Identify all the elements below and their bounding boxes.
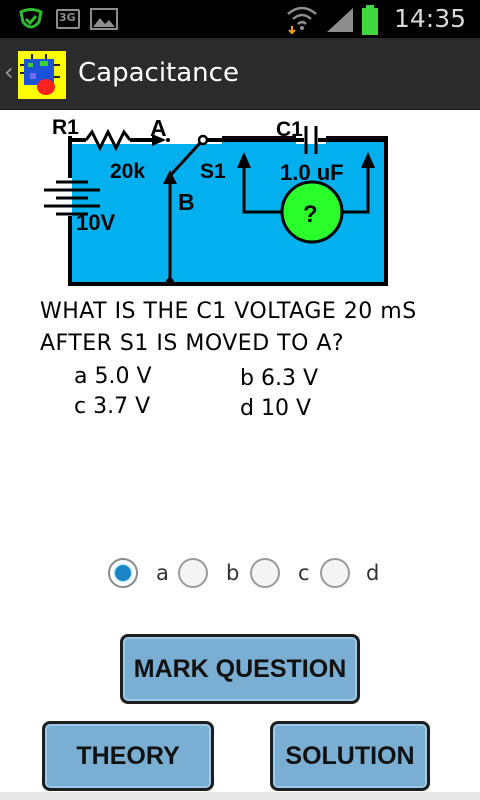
mark-question-button[interactable]: MARK QUESTION bbox=[120, 634, 360, 704]
option-b: b 6.3 V bbox=[240, 366, 318, 391]
page-title: Capacitance bbox=[78, 58, 239, 88]
circuit-board-icon[interactable] bbox=[18, 51, 66, 99]
option-c: c 3.7 V bbox=[74, 394, 151, 419]
label-b: B bbox=[178, 189, 195, 215]
radio-c[interactable] bbox=[250, 558, 280, 588]
label-resistor-value: 20k bbox=[110, 160, 145, 183]
voltmeter bbox=[280, 180, 344, 244]
battery-icon bbox=[362, 5, 378, 35]
option-a: a 5.0 V bbox=[74, 364, 152, 389]
radio-b[interactable] bbox=[178, 558, 208, 588]
resistor-r1 bbox=[84, 128, 132, 152]
radio-d[interactable] bbox=[320, 558, 350, 588]
label-a: A bbox=[150, 115, 167, 141]
circuit-diagram: R1 A C1 20k S1 1.0 uF B 10V ? bbox=[40, 115, 388, 286]
radio-selected-dot bbox=[115, 565, 131, 581]
label-c1: C1 bbox=[276, 118, 303, 141]
option-d: d 10 V bbox=[240, 396, 311, 421]
label-capacitor-value: 1.0 uF bbox=[280, 160, 344, 185]
label-s1: S1 bbox=[200, 160, 226, 183]
switch-s1 bbox=[166, 141, 202, 180]
gallery-icon bbox=[90, 8, 118, 30]
solution-button[interactable]: SOLUTION bbox=[270, 721, 430, 791]
signal-icon bbox=[327, 8, 353, 32]
action-bar: ‹ Capacitance bbox=[0, 38, 480, 110]
label-voltage: 10V bbox=[76, 210, 115, 235]
theory-button[interactable]: THEORY bbox=[42, 721, 214, 791]
question-text: WHAT IS THE C1 VOLTAGE 20 mS AFTER S1 IS… bbox=[40, 296, 470, 360]
question-line-2: AFTER S1 IS MOVED TO A? bbox=[40, 331, 345, 356]
radio-a[interactable] bbox=[108, 558, 138, 588]
wifi-icon bbox=[287, 6, 317, 34]
radio-label-a[interactable]: a bbox=[156, 561, 169, 585]
meter-label: ? bbox=[303, 201, 318, 228]
label-r1: R1 bbox=[52, 116, 79, 139]
network-3g-icon: 3G bbox=[56, 9, 80, 29]
radio-label-c[interactable]: c bbox=[298, 561, 310, 585]
shield-icon bbox=[19, 8, 43, 29]
status-bar: 3G 14:35 bbox=[0, 0, 480, 38]
radio-label-b[interactable]: b bbox=[226, 561, 240, 585]
battery-symbol bbox=[44, 180, 100, 216]
back-icon[interactable]: ‹ bbox=[4, 58, 14, 86]
question-line-1: WHAT IS THE C1 VOLTAGE 20 mS bbox=[40, 299, 417, 324]
clock: 14:35 bbox=[393, 4, 466, 33]
bottom-edge bbox=[0, 792, 480, 800]
network-badge: 3G bbox=[59, 11, 76, 24]
answer-radio-group: a b c d bbox=[108, 558, 408, 592]
radio-label-d[interactable]: d bbox=[366, 561, 380, 585]
switch-contact bbox=[197, 134, 209, 146]
